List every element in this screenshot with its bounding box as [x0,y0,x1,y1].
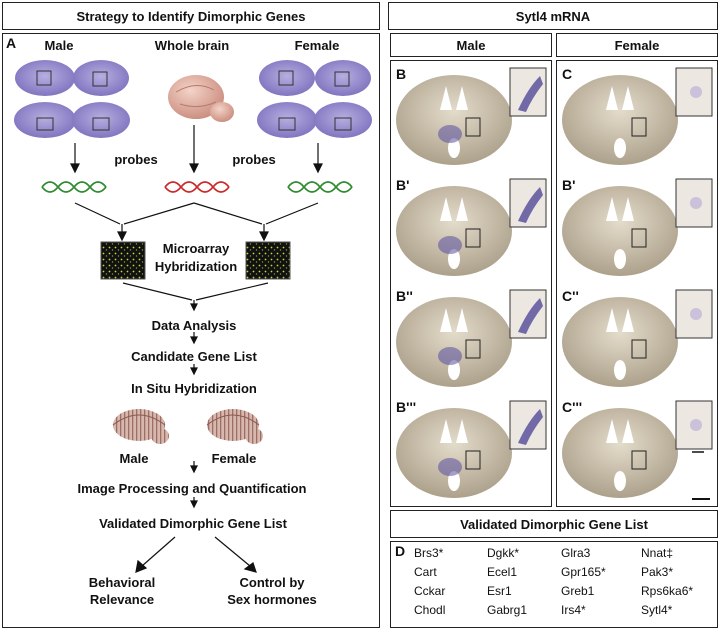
gene-name: Gabrg1 [487,603,528,617]
panel-label-a: A [6,35,17,51]
probe-arrows [70,125,323,174]
male-panel-label-2: B' [396,177,410,193]
left-header-title: Strategy to Identify Dimorphic Genes [76,8,306,24]
panel-label-d: D [395,543,406,559]
female-panel-label-4: C''' [562,399,583,415]
validated-list-step: Validated Dimorphic Gene List [99,516,287,531]
control-line1: Control by [239,575,305,590]
gene-name: Nnat‡ [641,546,674,560]
gene-name: Irs4* [561,603,586,617]
image-processing-step: Image Processing and Quantification [77,481,307,496]
whole-brain-label: Whole brain [154,38,230,53]
female-panel-label-1: C [562,66,573,82]
male-label: Male [44,38,74,53]
data-analysis-step: Data Analysis [151,318,237,333]
male-panel-label-4: B''' [396,399,417,415]
female-ish-section-4 [562,400,713,498]
microarray-female [245,241,291,280]
gene-name: Dgkk* [487,546,520,560]
hybridization-arrows [74,202,319,242]
strategy-panel [2,33,380,628]
sectioned-brain-female [206,409,263,444]
analysis-arrows [122,282,269,573]
female-ish-section-3 [562,289,713,387]
male-panel-label-3: B'' [396,288,413,304]
gene-list-header: Validated Dimorphic Gene List [390,510,718,538]
whole-brain-illustration [168,75,234,122]
gene-name: Greb1 [561,584,595,598]
male-ish-section-1 [396,67,547,165]
probes-right-label: probes [232,152,276,167]
gene-name: Cart [414,565,437,579]
gene-list-panel: D [390,541,718,628]
male-ish-section-4 [396,400,547,498]
male-column-header: Male [390,33,552,57]
male-ish-column [390,60,552,507]
gene-name: Sytl4* [641,603,673,617]
gene-name: Brs3* [414,546,444,560]
gene-name: Rps6ka6* [641,584,694,598]
male-ish-section-2 [396,178,547,276]
control-line2: Sex hormones [227,592,317,607]
candidate-gene-list-step: Candidate Gene List [131,349,257,364]
gene-name: Esr1 [487,584,512,598]
female-panel-label-2: B' [562,177,576,193]
brain-male-label: Male [119,451,149,466]
probe-waves [41,181,353,193]
microarray-label-line2: Hybridization [154,259,238,274]
gene-name: Ecel1 [487,565,518,579]
female-ish-section-2 [562,178,713,276]
sectioned-brain-male [112,409,169,444]
female-label: Female [294,38,340,53]
male-nissl-sections [14,60,130,138]
behavioral-line2: Relevance [89,592,155,607]
right-header: Sytl4 mRNA [388,2,718,30]
microarray-male [100,241,146,280]
female-ish-section-1 [562,67,713,165]
gene-name: Glra3 [561,546,591,560]
female-column-header: Female [556,33,718,57]
behavioral-line1: Behavioral [88,575,156,590]
gene-name: Chodl [414,603,446,617]
microarray-label-line1: Microarray [162,241,230,256]
female-panel-label-3: C'' [562,288,579,304]
gene-name: Gpr165* [561,565,606,579]
male-ish-section-3 [396,289,547,387]
in-situ-step: In Situ Hybridization [131,381,257,396]
gene-name: Cckar [414,584,446,598]
left-header: Strategy to Identify Dimorphic Genes [2,2,380,30]
gene-name: Pak3* [641,565,674,579]
probes-left-label: probes [114,152,158,167]
brain-female-label: Female [211,451,257,466]
female-nissl-sections [257,60,372,138]
female-ish-column [556,60,718,507]
male-panel-label-1: B [396,66,407,82]
right-header-title: Sytl4 mRNA [515,8,591,24]
